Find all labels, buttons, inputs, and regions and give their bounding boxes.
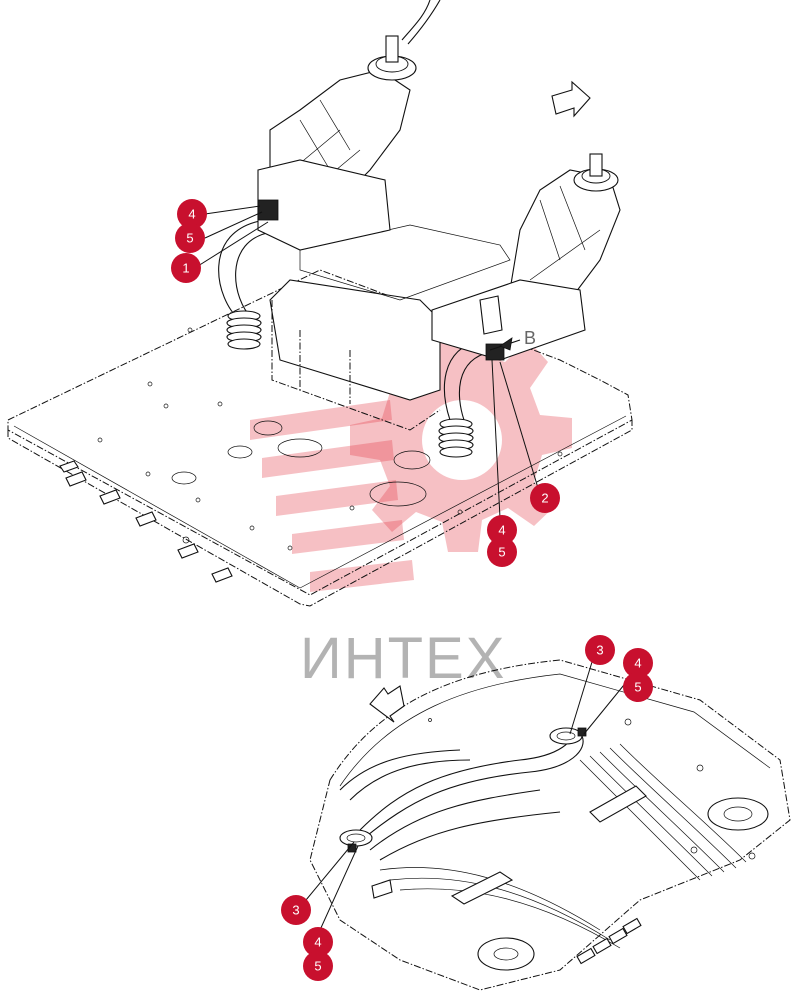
callout-label: 4 <box>314 935 321 950</box>
seat-frame-box <box>269 279 441 401</box>
right-bellows <box>438 418 474 458</box>
right-clamp <box>479 295 503 335</box>
callout-label: 5 <box>498 545 505 560</box>
grommet-left <box>339 829 373 853</box>
view-arrow-bottom-icon <box>369 685 405 723</box>
callout-badge: 5 <box>303 951 333 981</box>
base-plate-edge <box>7 420 633 607</box>
bottom-connectors <box>576 917 642 965</box>
left-console-plate <box>257 159 391 251</box>
left-bracket <box>257 199 279 221</box>
left-console-detail <box>279 99 361 201</box>
callout-label: 5 <box>186 231 193 246</box>
top-assembly: B <box>7 0 633 607</box>
callout-badge: 3 <box>585 635 615 665</box>
cable-harness <box>339 729 747 949</box>
harness-clip-2 <box>589 785 647 823</box>
callout-badge: 5 <box>175 223 205 253</box>
callout-leaders <box>197 205 629 931</box>
harness-clip-1 <box>450 871 514 905</box>
callout-badge: 4 <box>623 648 653 678</box>
callout-badge: 4 <box>177 199 207 229</box>
callout-label: 5 <box>634 680 641 695</box>
base-plate-rim <box>13 415 627 589</box>
view-arrow-top-icon <box>551 80 591 118</box>
underside-pad-right <box>707 797 769 831</box>
section-mark: B <box>489 328 536 351</box>
callout-label: 5 <box>314 959 321 974</box>
callout-badge: 5 <box>487 537 517 567</box>
callout-badge: 1 <box>171 253 201 283</box>
right-console-detail <box>529 185 601 281</box>
callout-label: 4 <box>188 207 195 222</box>
watermark-text: ИНТЕХ <box>300 626 506 691</box>
left-hose <box>218 219 266 321</box>
callout-label: 3 <box>292 903 299 918</box>
right-hose-inner <box>458 351 491 421</box>
plate-holes <box>97 327 563 551</box>
right-bracket <box>485 343 505 361</box>
underside-plate-outline <box>309 659 791 991</box>
callout-label: 3 <box>596 643 603 658</box>
underside-pad-left <box>477 937 535 971</box>
callout-label: 4 <box>498 523 505 538</box>
section-label: B <box>524 328 536 348</box>
left-hose-inner <box>235 231 273 319</box>
callout-badge: 4 <box>303 927 333 957</box>
callout-badge: 2 <box>530 483 560 513</box>
seat-frame-lower <box>271 300 441 431</box>
left-joystick <box>367 0 441 81</box>
callout-badge: 3 <box>281 895 311 925</box>
callout-badge: 5 <box>623 672 653 702</box>
underside-plate-rim <box>339 673 771 787</box>
left-bellows <box>226 310 262 350</box>
callout-badge: 4 <box>487 515 517 545</box>
seat-frame-top <box>299 224 511 301</box>
harness-clip-3 <box>371 879 393 899</box>
callout-label: 1 <box>182 261 189 276</box>
callout-label: 4 <box>634 656 641 671</box>
right-joystick <box>573 153 619 192</box>
watermark-stripes <box>250 400 414 592</box>
bottom-assembly <box>309 659 791 991</box>
right-console-plate <box>431 279 586 361</box>
grommet-right <box>549 727 587 745</box>
callout-label: 2 <box>541 491 548 506</box>
front-fittings <box>59 460 233 583</box>
